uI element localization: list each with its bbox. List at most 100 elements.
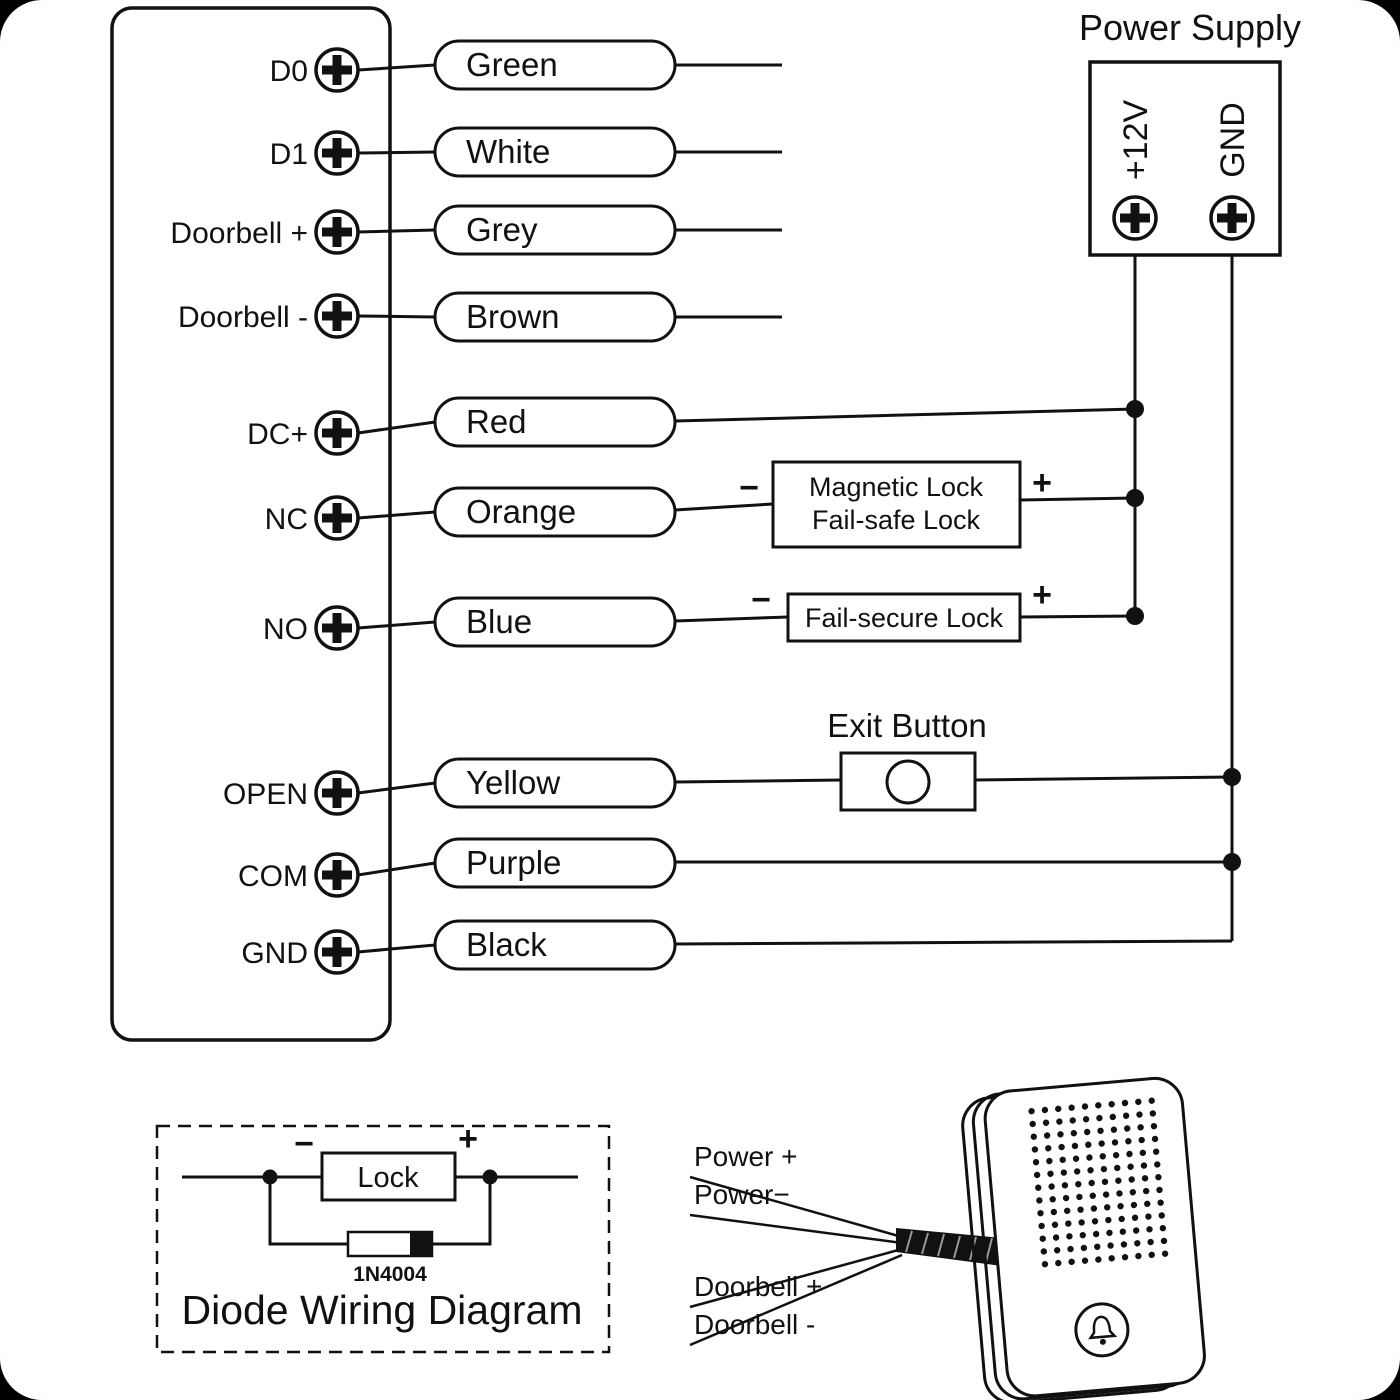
screw-terminal-icon (314, 495, 360, 541)
terminal-row-d0: D0 Green (270, 39, 782, 93)
terminal-label: NO (263, 613, 308, 646)
doorbell-wire-label: Power + (694, 1141, 798, 1172)
screw-terminal-icon (314, 770, 360, 816)
terminal-row-no: NO Blue (263, 596, 1144, 651)
power-supply-label-12v: +12V (1117, 100, 1155, 181)
power-supply-label-gnd: GND (1214, 102, 1252, 178)
magnetic-lock-label-line2: Fail-safe Lock (812, 505, 981, 535)
screw-terminal-icon (314, 929, 360, 975)
screw-terminal-icon (314, 293, 360, 339)
terminal-row-doorbell-plus: Doorbell + Grey (170, 204, 782, 256)
exit-button: Exit Button (827, 707, 987, 812)
junction-dot (1126, 489, 1144, 507)
doorbell-body (983, 1076, 1206, 1398)
wire-connector (357, 861, 436, 877)
junction-dot (262, 1169, 278, 1185)
wire-connector (357, 63, 436, 72)
speaker-grille (1028, 1097, 1169, 1268)
wire-connector (357, 781, 436, 795)
magnetic-lock-minus: − (739, 469, 759, 507)
power-supply-title: Power Supply (1079, 7, 1301, 48)
wire-pill-label: Red (466, 403, 527, 440)
diode-cathode-band (410, 1232, 432, 1256)
terminal-row-open: OPEN Yellow (223, 757, 1241, 816)
junction-dot (1126, 607, 1144, 625)
wire-connector (357, 228, 436, 234)
exit-button-circle (885, 759, 931, 805)
terminal-label: COM (238, 860, 308, 893)
doorbell-wire-label: Power− (694, 1179, 790, 1210)
screw-terminal-icon (314, 130, 360, 176)
wire-line (674, 939, 1233, 946)
magnetic-lock: − Magnetic Lock Fail-safe Lock + (739, 460, 1052, 549)
terminal-label: D0 (270, 55, 308, 88)
fail-secure-lock-label: Fail-secure Lock (805, 603, 1004, 633)
diode-lock-label: Lock (357, 1162, 419, 1194)
junction-dot (1126, 400, 1144, 418)
wire-pill (433, 919, 677, 971)
diode-lock-box (320, 1151, 457, 1202)
fail-secure-lock: − Fail-secure Lock + (751, 576, 1052, 643)
terminal-label: GND (241, 937, 308, 970)
wire-line (1019, 614, 1136, 619)
wire-connector (357, 150, 436, 155)
doorbell-assembly: Power + Power− Doorbell + Doorbell - (689, 1076, 1206, 1400)
diode-diagram-frame (155, 1124, 611, 1354)
screw-terminal-icon (314, 47, 360, 93)
fail-secure-lock-minus: − (751, 581, 771, 619)
wire-pill-label: Green (466, 46, 558, 83)
terminal-row-gnd: GND Black (241, 919, 1233, 975)
wire-line (1019, 496, 1136, 502)
wire-pill-label: Blue (466, 603, 532, 640)
screw-terminal-icon (314, 410, 360, 456)
wire-pill-label: Brown (466, 298, 560, 335)
diode-lock-minus: − (294, 1125, 314, 1163)
doorbell-wire-line (689, 1247, 903, 1309)
bell-icon-clapper (1099, 1338, 1106, 1345)
wire-pill (433, 757, 677, 809)
wire-connector (357, 314, 436, 319)
wire-pill-label: Black (466, 926, 547, 963)
doorbell-wire-line (689, 1213, 903, 1245)
terminal-label: OPEN (223, 778, 308, 811)
magnetic-lock-box (771, 460, 1022, 549)
wire-pill-label: Orange (466, 493, 576, 530)
fail-secure-lock-box (786, 592, 1022, 643)
wire-connector (357, 420, 436, 435)
bell-icon (1074, 1302, 1130, 1358)
wire-line (674, 778, 842, 784)
terminal-row-d1: D1 White (270, 126, 782, 178)
screw-terminal-icon (1209, 195, 1255, 241)
power-supply: Power Supply +12V GND (1079, 7, 1301, 257)
doorbell-device (961, 1076, 1206, 1400)
terminal-row-doorbell-minus: Doorbell - Brown (178, 291, 782, 343)
terminal-label: Doorbell + (170, 217, 308, 250)
diode-branch-wire (268, 1177, 492, 1246)
screw-terminal-icon (314, 605, 360, 651)
wire-connector (357, 510, 436, 520)
fail-secure-lock-plus: + (1032, 576, 1052, 614)
wire-line (674, 615, 789, 623)
wire-line (974, 775, 1233, 782)
junction-dot (1223, 768, 1241, 786)
magnetic-lock-plus: + (1032, 464, 1052, 502)
wire-pill (433, 486, 677, 538)
bell-icon-glyph (1088, 1315, 1118, 1340)
wire-line (674, 502, 774, 512)
wire-pill (433, 596, 677, 648)
wire-pill-label: White (466, 133, 550, 170)
exit-button-title: Exit Button (827, 707, 987, 744)
terminal-label: DC+ (247, 418, 308, 451)
terminal-row-nc: NC Orange (265, 486, 1144, 541)
terminal-label: Doorbell - (178, 301, 308, 334)
diode-lock-plus: + (458, 1120, 478, 1158)
magnetic-lock-label-line1: Magnetic Lock (809, 472, 984, 502)
wire-line (674, 407, 1136, 423)
screw-terminal-icon (314, 209, 360, 255)
wire-connector (357, 620, 436, 630)
wire-pill (433, 396, 677, 448)
wire-connector (357, 943, 436, 954)
doorbell-wire-line (689, 1175, 903, 1239)
